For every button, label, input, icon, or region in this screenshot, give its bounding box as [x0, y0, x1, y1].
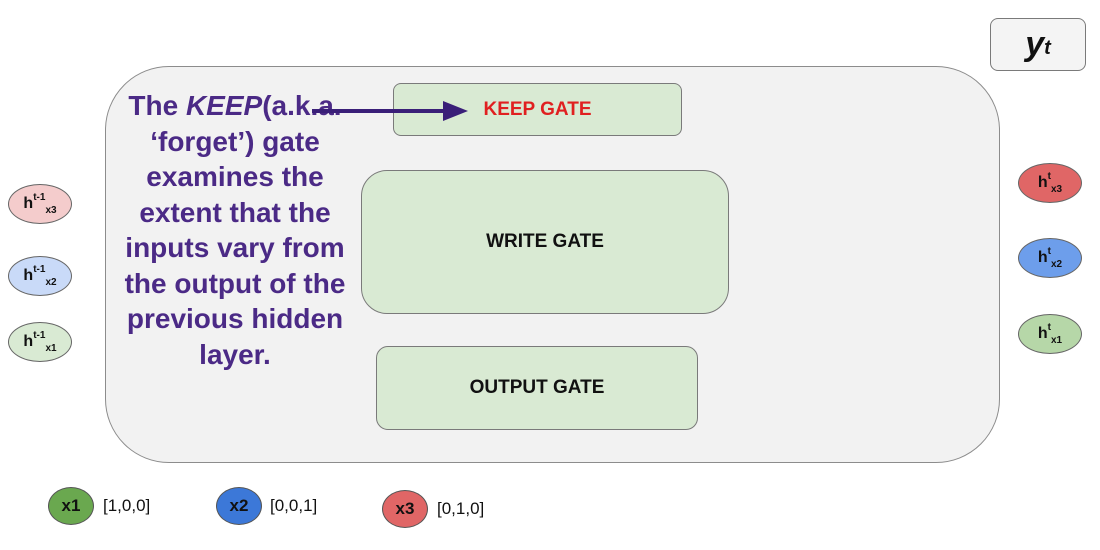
- annotation-lead: The: [128, 90, 186, 121]
- input-x2-node: x2: [216, 487, 262, 525]
- input-x3-node: x3: [382, 490, 428, 528]
- write-gate-label: WRITE GATE: [486, 231, 604, 252]
- output-yt-sub: t: [1044, 37, 1051, 59]
- keep-gate-annotation: The KEEP(a.k.a. ‘forget’) gate examines …: [110, 88, 360, 372]
- write-gate: WRITE GATE: [361, 170, 729, 314]
- output-gate: OUTPUT GATE: [376, 346, 698, 430]
- input-x3-vector: [0,1,0]: [437, 499, 485, 518]
- annotation-rest: (a.k.a. ‘forget’) gate examines the exte…: [124, 90, 346, 370]
- input-x2-vector: [0,0,1]: [270, 496, 318, 515]
- annotation-emphasis: KEEP: [185, 90, 263, 121]
- annotation-arrow: [312, 101, 468, 121]
- input-x1-vector: [1,0,0]: [103, 496, 151, 515]
- keep-gate-label: KEEP GATE: [483, 98, 592, 120]
- output-gate-label: OUTPUT GATE: [469, 377, 605, 398]
- input-x1-node: x1: [48, 487, 94, 525]
- output-yt-base: y: [1025, 25, 1045, 63]
